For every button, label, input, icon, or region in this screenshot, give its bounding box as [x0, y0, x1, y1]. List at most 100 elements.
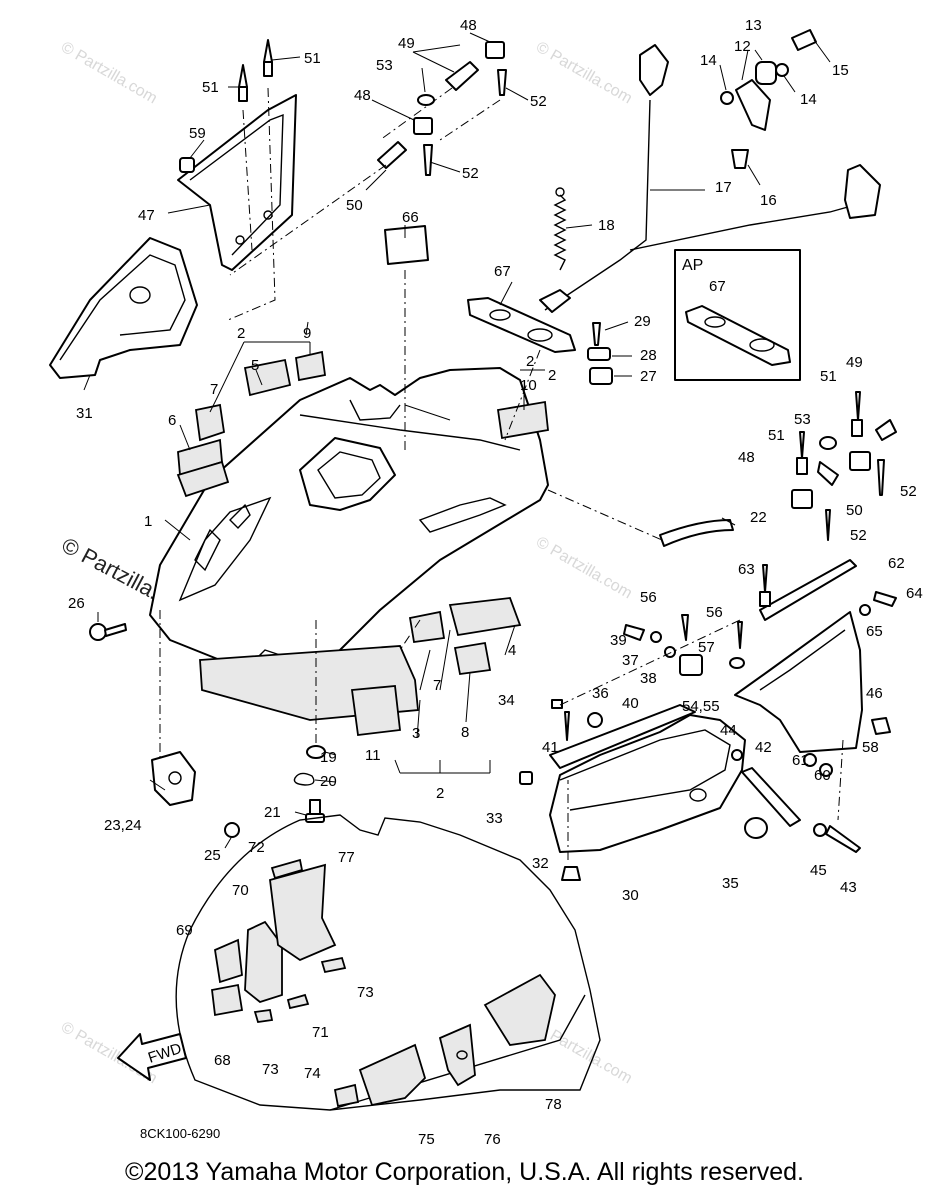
callout: 47 — [138, 207, 155, 224]
callout: 51 — [304, 50, 321, 67]
label-66 — [384, 225, 429, 265]
callout: 7 — [433, 677, 441, 694]
callout: 73 — [262, 1061, 279, 1078]
callout: 20 — [320, 773, 337, 790]
callout: 53 — [376, 57, 393, 74]
watermark: © Partzilla.com — [533, 39, 635, 108]
callout: 11 — [365, 747, 381, 764]
callout: 9 — [303, 325, 311, 342]
assembly-lines — [159, 87, 844, 860]
spring-18 — [553, 187, 567, 271]
cover-31 — [49, 237, 198, 379]
callout: 26 — [68, 595, 85, 612]
callout: 2 — [237, 325, 245, 342]
callout: 71 — [312, 1024, 329, 1041]
callout: 6 — [168, 412, 176, 429]
callout: 67 — [709, 278, 726, 295]
fwd-arrow: FWD — [117, 1033, 187, 1081]
callout: 2 — [548, 367, 556, 384]
callout: 27 — [640, 368, 657, 385]
callout: 2 — [526, 353, 534, 370]
callout: 53 — [794, 411, 811, 428]
callout: 34 — [498, 692, 515, 709]
callout: 76 — [484, 1131, 501, 1148]
callout: 52 — [850, 527, 867, 544]
callout: 77 — [338, 849, 355, 866]
clip-59 — [179, 157, 195, 173]
callout: 5 — [251, 357, 259, 374]
hinge-parts-right — [791, 391, 897, 541]
watermark: © Partzilla.com — [533, 534, 635, 603]
callout: 49 — [846, 354, 863, 371]
callout: 1 — [144, 513, 152, 530]
callout: 69 — [176, 922, 193, 939]
callout: 54,55 — [682, 698, 720, 715]
watermark: © Partzilla.com — [58, 39, 160, 108]
callout: 4 — [508, 642, 516, 659]
callout: 50 — [846, 502, 863, 519]
callout: 59 — [189, 125, 206, 142]
callout: 39 — [610, 632, 627, 649]
callout: 58 — [862, 739, 879, 756]
callout: 57 — [698, 639, 715, 656]
lever-12-13-14-15-16 — [720, 29, 817, 169]
callout: 23,24 — [104, 817, 142, 834]
callout: 52 — [462, 165, 479, 182]
plate-67 — [467, 297, 576, 353]
callout: 14 — [800, 91, 817, 108]
callout: 44 — [720, 722, 737, 739]
callout: 66 — [402, 209, 419, 226]
callout: 29 — [634, 313, 651, 330]
callout: 13 — [745, 17, 762, 34]
callout: 37 — [622, 652, 639, 669]
callout: 22 — [750, 509, 767, 526]
callout: 52 — [530, 93, 547, 110]
cover-30 — [549, 704, 746, 853]
callout: 15 — [832, 62, 849, 79]
bracket-47 — [177, 94, 297, 271]
callout: 21 — [264, 804, 281, 821]
callout: 25 — [204, 847, 221, 864]
callout: 68 — [214, 1052, 231, 1069]
callout: 65 — [866, 623, 883, 640]
callout: 3 — [412, 725, 420, 742]
foam-hull — [211, 858, 556, 1108]
hinge-23-24-25 — [151, 751, 240, 838]
callout: 78 — [545, 1096, 562, 1113]
callout: 62 — [888, 555, 905, 572]
callout: 28 — [640, 347, 657, 364]
callout: 12 — [734, 38, 751, 55]
callout: 2 — [436, 785, 444, 802]
callout: 16 — [760, 192, 777, 209]
drawing-code: 8CK100-6290 — [140, 1126, 221, 1141]
callout: 60 — [814, 767, 831, 784]
foam-pads — [176, 225, 549, 736]
callout: 70 — [232, 882, 249, 899]
callout: 72 — [248, 839, 265, 856]
callout: 10 — [520, 377, 537, 394]
callout: 48 — [354, 87, 371, 104]
hood-1 — [149, 367, 549, 677]
callout: 40 — [622, 695, 639, 712]
callout: 45 — [810, 862, 827, 879]
copyright-notice: ©2013 Yamaha Motor Corporation, U.S.A. A… — [125, 1158, 804, 1186]
callout: 75 — [418, 1131, 435, 1148]
callout: 74 — [304, 1065, 321, 1082]
callout: 52 — [900, 483, 917, 500]
callout: 18 — [598, 217, 615, 234]
cable-assembly-17 — [539, 44, 881, 313]
screw-26 — [89, 623, 127, 641]
callout: 61 — [792, 752, 809, 769]
callout: 32 — [532, 855, 549, 872]
cover-46 — [734, 559, 863, 827]
callout: 38 — [640, 670, 657, 687]
callout: 14 — [700, 52, 717, 69]
callouts: 1 2 2 2 2 3 4 5 6 7 7 8 9 10 11 12 13 14… — [68, 17, 923, 1148]
callout: 51 — [768, 427, 785, 444]
rivet-51 — [238, 39, 273, 102]
callout: 46 — [866, 685, 883, 702]
callout: 56 — [640, 589, 657, 606]
callout: 51 — [202, 79, 219, 96]
hinge-parts-upper — [377, 41, 507, 176]
